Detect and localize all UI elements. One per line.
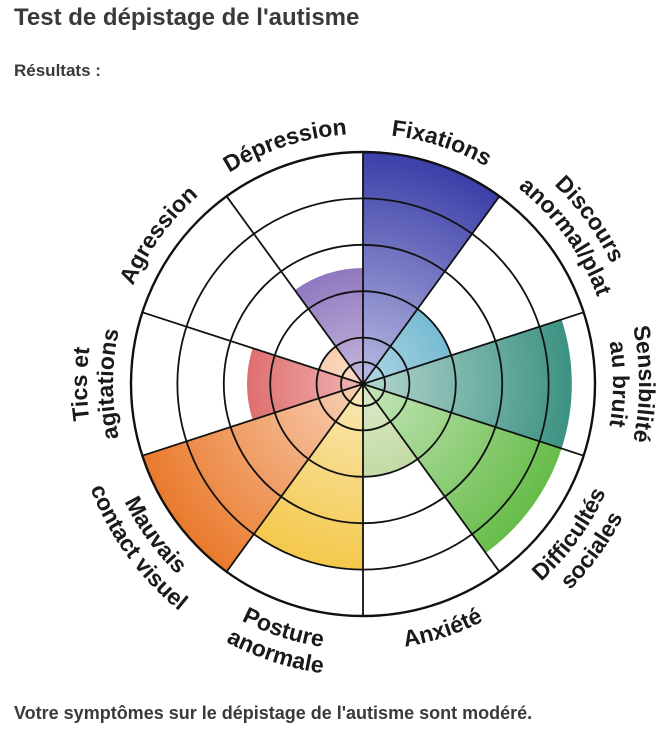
autism-polar-chart: FixationsDiscoursanormal/platSensibilité… bbox=[66, 113, 660, 679]
wedge-agression bbox=[318, 346, 363, 384]
wedge-difficultes-sociales bbox=[363, 384, 562, 553]
wedge-sensibilite-au-bruit bbox=[363, 319, 572, 449]
result-verdict: Votre symptômes sur le dépistage de l'au… bbox=[14, 703, 533, 723]
grid-spoke bbox=[362, 195, 501, 385]
wedge-depression bbox=[294, 268, 363, 384]
page-title: Test de dépistage de l'autisme bbox=[14, 4, 360, 31]
label-line: Tics et bbox=[66, 345, 94, 422]
grid-spoke bbox=[362, 383, 584, 457]
wedge-mauvais-contact-visuel bbox=[142, 384, 363, 572]
wedge-fixations bbox=[363, 152, 500, 384]
grid-spoke bbox=[362, 383, 501, 573]
chart-grid bbox=[129, 150, 597, 618]
wedge-discours-anormal-plat bbox=[363, 308, 452, 384]
grid-spoke bbox=[225, 195, 364, 385]
wedge-tics-et-agitations bbox=[247, 348, 363, 420]
label-line: Agression bbox=[114, 180, 202, 288]
wedge-anxiete bbox=[363, 384, 418, 477]
label-line: Dépression bbox=[218, 113, 347, 177]
grid-spoke bbox=[362, 311, 584, 385]
wedge-posture-anormale bbox=[253, 384, 363, 570]
grid-spoke bbox=[225, 383, 364, 573]
label-line: agitations bbox=[92, 326, 124, 442]
results-label: Résultats : bbox=[14, 61, 101, 80]
chart-wedges bbox=[142, 152, 572, 572]
label-line: au bruit bbox=[604, 339, 634, 430]
grid-spoke bbox=[142, 383, 364, 457]
label-agression: Agression bbox=[114, 180, 202, 288]
grid-spoke bbox=[142, 311, 364, 385]
label-depression: Dépression bbox=[218, 113, 347, 177]
